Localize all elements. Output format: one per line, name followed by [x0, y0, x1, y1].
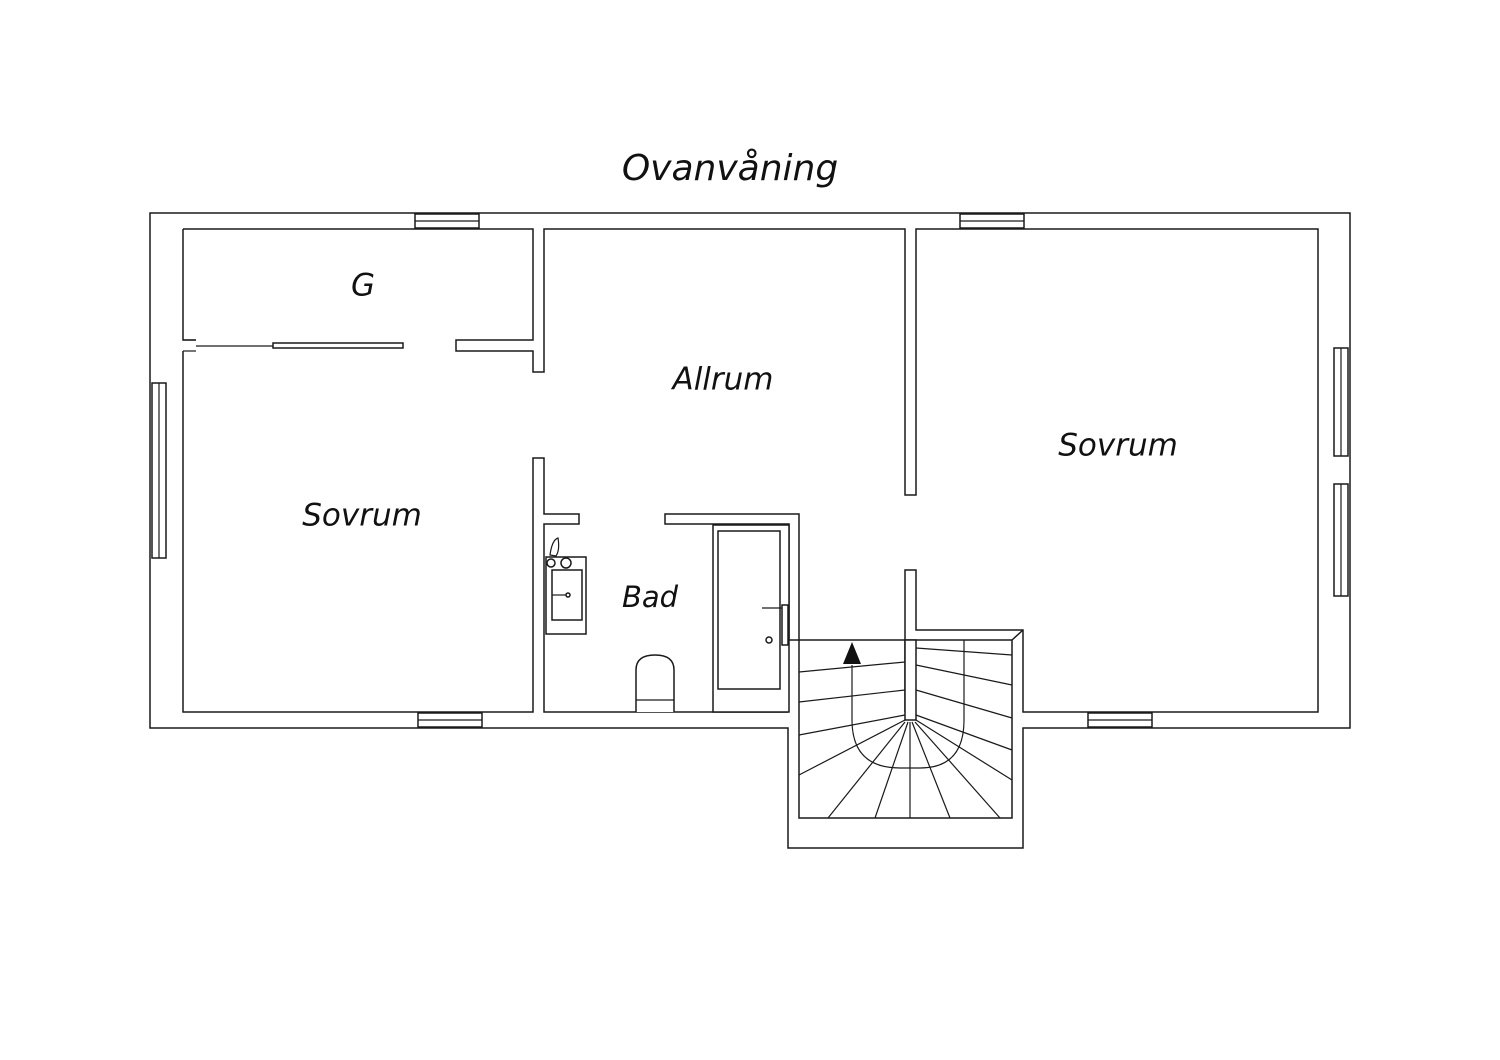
room-label-living: Allrum [670, 362, 773, 398]
wall-left-rooms [183, 228, 1319, 713]
window-bottom-left [417, 712, 483, 728]
window-right-lower [1333, 483, 1349, 597]
closet-sliding-door [183, 339, 404, 352]
staircase [798, 629, 1024, 819]
room-label-bedroom-left: Sovrum [302, 498, 422, 534]
room-label-bedroom-right: Sovrum [1058, 428, 1178, 464]
window-left [151, 382, 167, 559]
stair-up-arrow-icon [843, 642, 861, 664]
shower-icon [712, 524, 790, 713]
window-right-upper [1333, 347, 1349, 457]
window-top-right [959, 213, 1025, 229]
window-bottom-right [1087, 712, 1153, 728]
room-label-bathroom: Bad [622, 580, 679, 614]
plant-icon [546, 537, 572, 569]
sink [545, 556, 587, 635]
window-top-left [414, 213, 480, 229]
room-label-closet: G [351, 268, 375, 304]
toilet-icon [635, 654, 675, 712]
exterior-wall-outer [149, 212, 1351, 849]
wall-left-bedroom [182, 229, 788, 713]
plan-title: Ovanvåning [622, 148, 838, 189]
